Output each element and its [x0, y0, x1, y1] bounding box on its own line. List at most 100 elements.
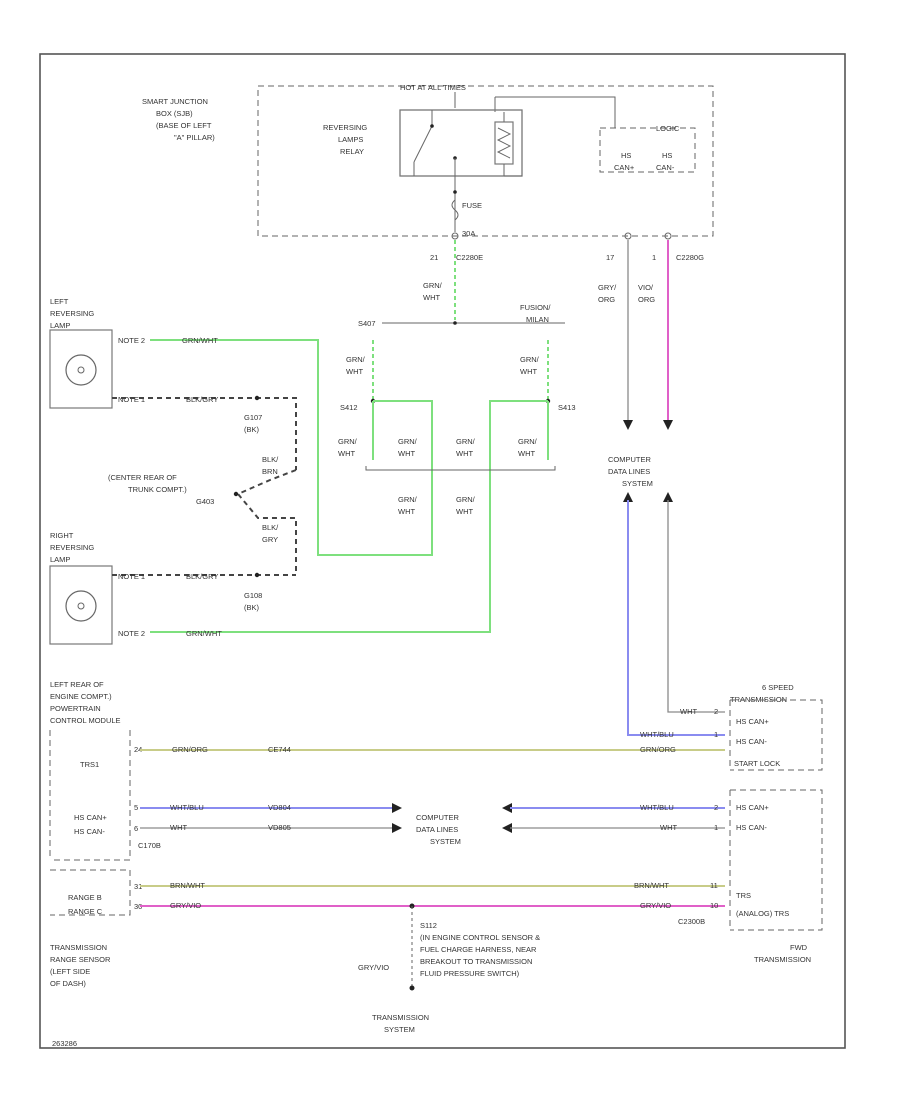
pcm-wht-blu: WHT/BLU	[170, 803, 204, 812]
s112-2: (IN ENGINE CONTROL SENSOR &	[420, 933, 540, 942]
cdl-top-1: COMPUTER	[608, 455, 652, 464]
fusion-label-2: MILAN	[526, 315, 549, 324]
relay-label-1: REVERSING	[323, 123, 367, 132]
pcm-box	[50, 730, 131, 861]
start-lock: START LOCK	[734, 759, 780, 768]
pcm-pin-6: 6	[134, 824, 138, 833]
right-lamp-box	[49, 565, 113, 645]
trans-wht-blu-top: WHT/BLU	[640, 730, 674, 739]
ce744-label: CE744	[268, 745, 291, 754]
hs-sub-2: CAN-	[656, 163, 675, 172]
cdl-mid-2: DATA LINES	[416, 825, 458, 834]
gn-wh-c6b: WHT	[456, 507, 473, 516]
pcm-pin-31: 31	[134, 882, 142, 891]
splice-label: S407	[358, 319, 376, 328]
s112-5: FLUID PRESSURE SWITCH)	[420, 969, 520, 978]
trans-wht: WHT	[660, 823, 677, 832]
fuse-amp: 30A	[462, 229, 475, 238]
sensor-label-2: RANGE SENSOR	[50, 955, 111, 964]
pcm-trs1: TRS1	[80, 760, 99, 769]
brn-wht-l: BRN/WHT	[170, 881, 205, 890]
sjb-logic-box	[599, 127, 696, 173]
gn-wh-c4a: GRN/	[518, 437, 538, 446]
blk-gry-b: GRY	[262, 535, 278, 544]
c2280e-pin: 21	[430, 253, 438, 262]
gn-wh-c1b: WHT	[338, 449, 355, 458]
g108-a: G108	[244, 591, 262, 600]
left-ground-wire	[112, 397, 297, 470]
diagram-frame	[39, 53, 846, 1049]
trans-pin-1a: 1	[714, 730, 718, 739]
sensor-label-3: (LEFT SIDE	[50, 967, 90, 976]
right-lamp-label-2: REVERSING	[50, 543, 94, 552]
trans-label-2: TRANSMISSION	[730, 695, 787, 704]
s112-4: BREAKOUT TO TRANSMISSION	[420, 957, 532, 966]
left-pin-top: NOTE 2	[118, 336, 145, 345]
gry-vio-r: GRY/VIO	[640, 901, 671, 910]
pcm-wht: WHT	[170, 823, 187, 832]
relay-label-2: LAMPS	[338, 135, 363, 144]
gy-og-b: ORG	[598, 295, 615, 304]
right-wire-top: BLK/GRY	[186, 572, 218, 581]
s413-label: S413	[558, 403, 576, 412]
system-label-1: TRANSMISSION	[372, 1013, 429, 1022]
s112-3: FUEL CHARGE HARNESS, NEAR	[420, 945, 537, 954]
cdl-gray-wire	[667, 500, 725, 713]
fuse-icon	[451, 199, 459, 221]
gn-wh-c3b: WHT	[456, 449, 473, 458]
pcm-hs-can-plus: HS CAN+	[74, 813, 107, 822]
pcm-pin-30: 30	[134, 902, 142, 911]
left-lamp-box	[49, 329, 113, 409]
fwd-label-1: FWD	[790, 943, 808, 952]
s112-1: S112	[420, 921, 437, 930]
hs-sub-1: CAN+	[614, 163, 635, 172]
left-pin-bot: NOTE 1	[118, 395, 145, 404]
gn-wh-c4b: WHT	[518, 449, 535, 458]
relay-switch-icon	[413, 110, 433, 176]
c2280g-pin-2: 1	[652, 253, 656, 262]
logic-label: LOGIC	[656, 124, 680, 133]
trans-6spd-box	[730, 699, 823, 771]
trs1-wire-label-r: GRN/ORG	[640, 745, 676, 754]
right-pin-bot: NOTE 2	[118, 629, 145, 638]
diagram-code: 263286	[52, 1039, 77, 1048]
trans-pin-10: 10	[710, 901, 718, 910]
pcm-pin-5: 5	[134, 803, 138, 812]
pcm-pin-24: 24	[134, 745, 142, 754]
relay-label-3: RELAY	[340, 147, 364, 156]
blk-brn-b: BRN	[262, 467, 278, 476]
range-sensor-box	[50, 869, 131, 916]
c170b-label: C170B	[138, 841, 161, 850]
gn-wh-c6a: GRN/	[456, 495, 476, 504]
sjb-label-3: (BASE OF LEFT	[156, 121, 212, 130]
cdl-mid-1: COMPUTER	[416, 813, 460, 822]
gn-wh-c2a: GRN/	[398, 437, 418, 446]
gn-wh-s413a: GRN/	[520, 355, 540, 364]
g108-b: (BK)	[244, 603, 260, 612]
gn-wh-s412b: WHT	[346, 367, 363, 376]
trans-label-1: 6 SPEED	[762, 683, 794, 692]
gy-og-a: GRY/	[598, 283, 617, 292]
left-wire-bot: BLK/GRY	[186, 395, 218, 404]
s412-label: S412	[340, 403, 358, 412]
sensor-label-4: OF DASH)	[50, 979, 86, 988]
brn-wht-r: BRN/WHT	[634, 881, 669, 890]
wire-gn-wh-1b: WHT	[423, 293, 440, 302]
trans-wht-top: WHT	[680, 707, 697, 716]
hs-label-2: HS	[662, 151, 672, 160]
pcm-label-3: POWERTRAIN	[50, 704, 101, 713]
trans-hs-plus: HS CAN+	[736, 717, 769, 726]
fwd-label-2: TRANSMISSION	[754, 955, 811, 964]
left-lamp-bulb-icon	[65, 354, 97, 386]
right-lamp-label-1: RIGHT	[50, 531, 74, 540]
trans-analog: (ANALOG) TRS	[736, 909, 789, 918]
gn-wh-s412a: GRN/	[346, 355, 366, 364]
left-lamp-label-3: LAMP	[50, 321, 70, 330]
right-lamp-label-3: LAMP	[50, 555, 70, 564]
ground-label-2: TRUNK COMPT.)	[128, 485, 187, 494]
gry-vio-l: GRY/VIO	[170, 901, 201, 910]
hs-label-1: HS	[621, 151, 631, 160]
range-b: RANGE B	[68, 893, 102, 902]
